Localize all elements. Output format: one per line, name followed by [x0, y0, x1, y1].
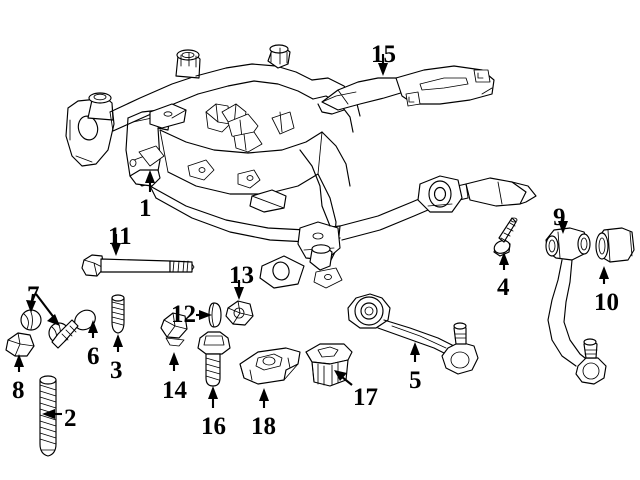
callout-label-15[interactable]: 15: [371, 41, 396, 68]
part-hex-nut-14: [160, 312, 188, 347]
part-unut-clip: [239, 347, 301, 385]
callout-label-7[interactable]: 7: [27, 282, 40, 309]
callout-label-18[interactable]: 18: [251, 413, 276, 440]
part-control-arm-bushing: [595, 227, 635, 263]
part-flange-bolt: [493, 217, 518, 257]
part-long-stud-bolt: [39, 375, 57, 457]
callout-label-6[interactable]: 6: [87, 343, 100, 370]
callout-label-13[interactable]: 13: [229, 262, 254, 289]
callout-label-3[interactable]: 3: [110, 357, 123, 384]
callout-label-10[interactable]: 10: [594, 289, 619, 316]
callout-label-11[interactable]: 11: [108, 223, 132, 250]
callout-label-1[interactable]: 1: [139, 195, 152, 222]
callout-label-12[interactable]: 12: [171, 301, 196, 328]
part-bushing-bracket: [305, 343, 353, 387]
part-threaded-stud-3: [111, 294, 125, 334]
part-tension-strut: [545, 227, 607, 385]
callout-label-14[interactable]: 14: [162, 377, 187, 404]
callout-label-4[interactable]: 4: [497, 274, 510, 301]
callout-label-5[interactable]: 5: [409, 367, 422, 394]
part-round-head-bolt: [51, 309, 96, 349]
part-reinforcement-bracket: [317, 65, 495, 115]
part-subframe-crossmember: [65, 44, 537, 289]
part-lock-nut: [225, 300, 254, 326]
part-lower-control-arm: [347, 293, 479, 375]
callout-leaders: [14, 54, 609, 419]
callout-label-16[interactable]: 16: [201, 413, 226, 440]
part-shim-washer: [208, 302, 222, 328]
part-long-hex-bolt: [81, 254, 195, 277]
callout-label-8[interactable]: 8: [12, 377, 25, 404]
part-self-tapping-screw: [197, 331, 231, 387]
callout-label-9[interactable]: 9: [553, 204, 566, 231]
callout-label-2[interactable]: 2: [64, 405, 77, 432]
part-hex-nut-8: [5, 332, 35, 357]
callout-label-17[interactable]: 17: [353, 384, 378, 411]
